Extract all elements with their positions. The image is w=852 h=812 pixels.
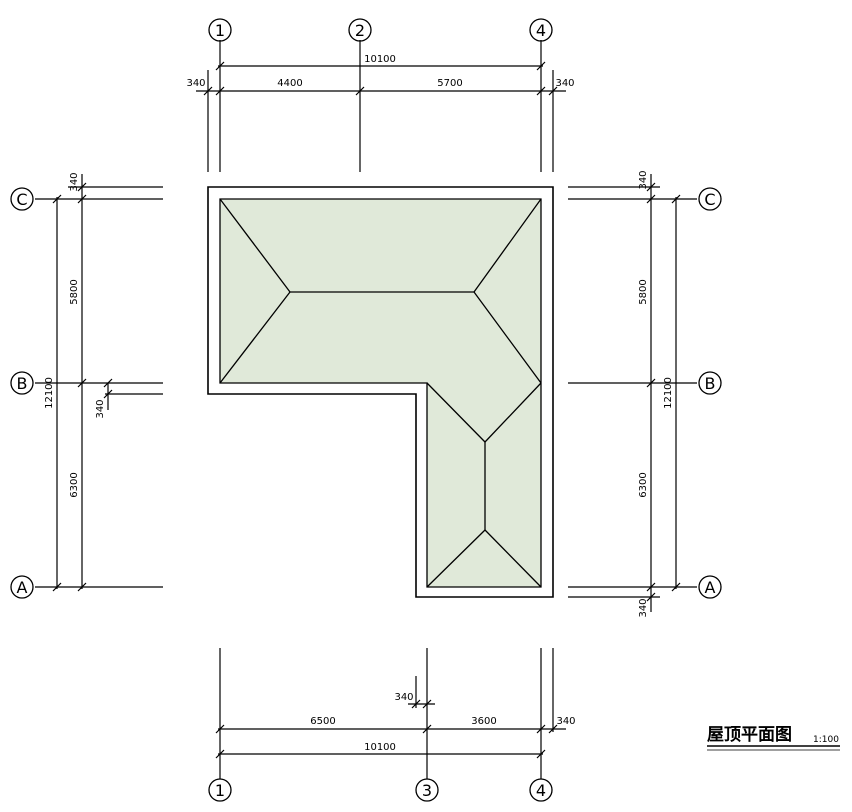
left-seg1-dim: 5800 xyxy=(69,279,80,304)
right-axis-a-label: A xyxy=(705,578,716,597)
right-axis-markers: C B A xyxy=(698,187,722,599)
top-right-overhang-dim: 340 xyxy=(555,78,574,89)
bottom-axis-4-label: 4 xyxy=(536,781,546,800)
bottom-axis-1-label: 1 xyxy=(215,781,225,800)
left-axis-markers: C B A xyxy=(10,187,34,599)
top-total-dim: 10100 xyxy=(364,54,396,65)
bottom-overhang-mid-dim: 340 xyxy=(394,692,413,703)
left-mid-overhang-dim: 340 xyxy=(95,399,106,418)
left-grid xyxy=(35,174,163,592)
roof-inner-surface xyxy=(219,198,542,588)
roof-ridge-lines xyxy=(219,198,542,588)
left-dimension-texts: 340 5800 12100 340 6300 xyxy=(44,172,106,497)
bottom-total-dim: 10100 xyxy=(364,742,396,753)
left-seg2-dim: 6300 xyxy=(69,472,80,497)
left-total-dim: 12100 xyxy=(44,377,55,409)
drawing-scale: 1:100 xyxy=(813,735,839,745)
bottom-right-overhang-dim: 340 xyxy=(556,716,575,727)
left-top-overhang-dim: 340 xyxy=(69,172,80,191)
top-axis-2-label: 2 xyxy=(355,21,365,40)
drawing-title: 屋顶平面图 xyxy=(707,725,792,745)
right-top-overhang-dim: 340 xyxy=(638,170,649,189)
right-seg2-dim: 6300 xyxy=(638,472,649,497)
bottom-dimension-texts: 340 6500 3600 340 10100 xyxy=(310,692,575,753)
right-axis-c-label: C xyxy=(704,190,715,209)
top-axis-1-label: 1 xyxy=(215,21,225,40)
left-axis-c-label: C xyxy=(16,190,27,209)
bottom-axis-markers: 1 3 4 xyxy=(208,778,553,802)
roof-plan xyxy=(207,186,554,598)
left-axis-b-label: B xyxy=(17,374,28,393)
top-grid xyxy=(196,40,566,172)
right-axis-b-label: B xyxy=(705,374,716,393)
bottom-seg2-dim: 3600 xyxy=(471,716,496,727)
right-bottom-overhang-dim: 340 xyxy=(638,598,649,617)
top-dimension-texts: 10100 4400 5700 340 340 xyxy=(186,54,574,89)
left-axis-a-label: A xyxy=(17,578,28,597)
bottom-axis-3-label: 3 xyxy=(422,781,432,800)
bottom-grid xyxy=(215,648,566,779)
title-block: 屋顶平面图 1:100 xyxy=(707,725,840,751)
right-total-dim: 12100 xyxy=(663,377,674,409)
bottom-seg1-dim: 6500 xyxy=(310,716,335,727)
top-axis-4-label: 4 xyxy=(536,21,546,40)
right-grid xyxy=(568,174,697,612)
right-seg1-dim: 5800 xyxy=(638,279,649,304)
top-axis-markers: 1 2 4 xyxy=(208,18,553,42)
roof-outer-outline xyxy=(207,186,554,598)
top-left-overhang-dim: 340 xyxy=(186,78,205,89)
right-dimension-texts: 340 5800 12100 6300 340 xyxy=(638,170,674,617)
top-seg2-dim: 5700 xyxy=(437,78,462,89)
top-seg1-dim: 4400 xyxy=(277,78,302,89)
